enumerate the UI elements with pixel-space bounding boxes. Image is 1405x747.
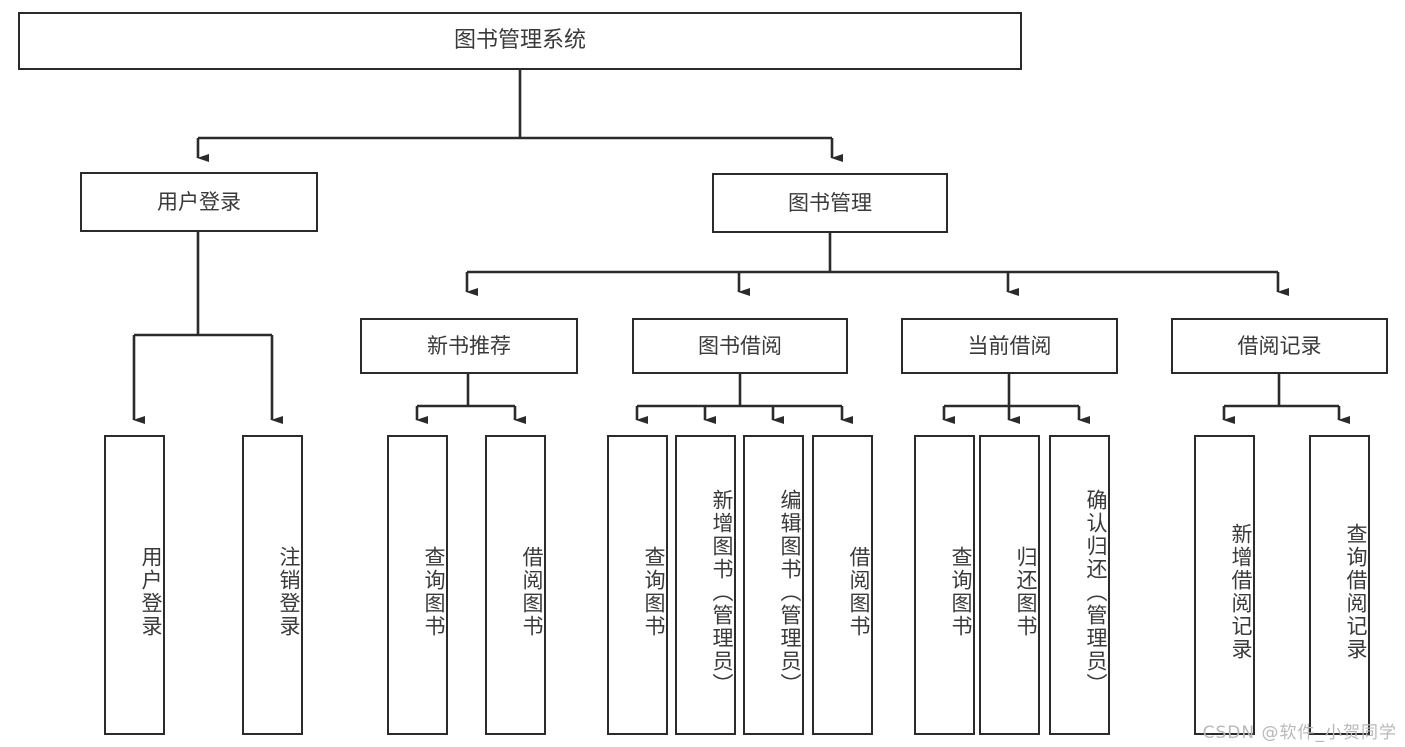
leaf-return-book[interactable]: 归还图书 — [979, 435, 1040, 735]
leaf-edit-book-label: 编辑图书（管理员） — [778, 488, 802, 696]
leaf-query-book-2-label: 查询图书 — [642, 546, 666, 638]
node-borrow-record[interactable]: 借阅记录 — [1171, 318, 1388, 374]
leaf-add-record-label: 新增借阅记录 — [1229, 523, 1253, 661]
leaf-borrow-book-1[interactable]: 借阅图书 — [485, 435, 546, 735]
node-new-book-rec[interactable]: 新书推荐 — [360, 318, 578, 374]
leaf-query-book-3[interactable]: 查询图书 — [914, 435, 975, 735]
leaf-borrow-book-2[interactable]: 借阅图书 — [812, 435, 873, 735]
node-book-manage-label: 图书管理 — [788, 190, 872, 215]
node-book-manage[interactable]: 图书管理 — [712, 173, 948, 233]
node-root-label: 图书管理系统 — [453, 28, 586, 54]
node-user-login[interactable]: 用户登录 — [80, 172, 318, 232]
leaf-query-record[interactable]: 查询借阅记录 — [1309, 435, 1370, 735]
leaf-return-book-label: 归还图书 — [1014, 546, 1038, 638]
leaf-query-book-2[interactable]: 查询图书 — [607, 435, 668, 735]
node-current-borrow[interactable]: 当前借阅 — [901, 318, 1118, 374]
leaf-query-book-3-label: 查询图书 — [949, 546, 973, 638]
node-new-book-rec-label: 新书推荐 — [427, 333, 511, 358]
node-book-borrow[interactable]: 图书借阅 — [632, 318, 848, 374]
leaf-add-record[interactable]: 新增借阅记录 — [1194, 435, 1255, 735]
leaf-query-book-1-label: 查询图书 — [422, 546, 446, 638]
leaf-query-book-1[interactable]: 查询图书 — [387, 435, 448, 735]
leaf-borrow-book-2-label: 借阅图书 — [847, 546, 871, 638]
leaf-logout-label: 注销登录 — [277, 546, 301, 638]
leaf-user-login[interactable]: 用户登录 — [104, 435, 165, 735]
watermark: CSDN @软件_小贺同学 — [1202, 723, 1397, 743]
node-user-login-label: 用户登录 — [157, 189, 241, 214]
leaf-edit-book[interactable]: 编辑图书（管理员） — [743, 435, 804, 735]
node-current-borrow-label: 当前借阅 — [967, 333, 1052, 358]
leaf-borrow-book-1-label: 借阅图书 — [520, 546, 544, 638]
node-borrow-record-label: 借阅记录 — [1237, 333, 1322, 358]
leaf-add-book-label: 新增图书（管理员） — [710, 488, 734, 696]
node-book-borrow-label: 图书借阅 — [698, 333, 782, 358]
leaf-add-book[interactable]: 新增图书（管理员） — [675, 435, 736, 735]
leaf-confirm-return[interactable]: 确认归还（管理员） — [1049, 435, 1110, 735]
node-root[interactable]: 图书管理系统 — [18, 12, 1022, 70]
leaf-user-login-label: 用户登录 — [139, 546, 163, 638]
leaf-confirm-return-label: 确认归还（管理员） — [1084, 488, 1108, 696]
leaf-logout[interactable]: 注销登录 — [242, 435, 303, 735]
leaf-query-record-label: 查询借阅记录 — [1344, 523, 1368, 661]
